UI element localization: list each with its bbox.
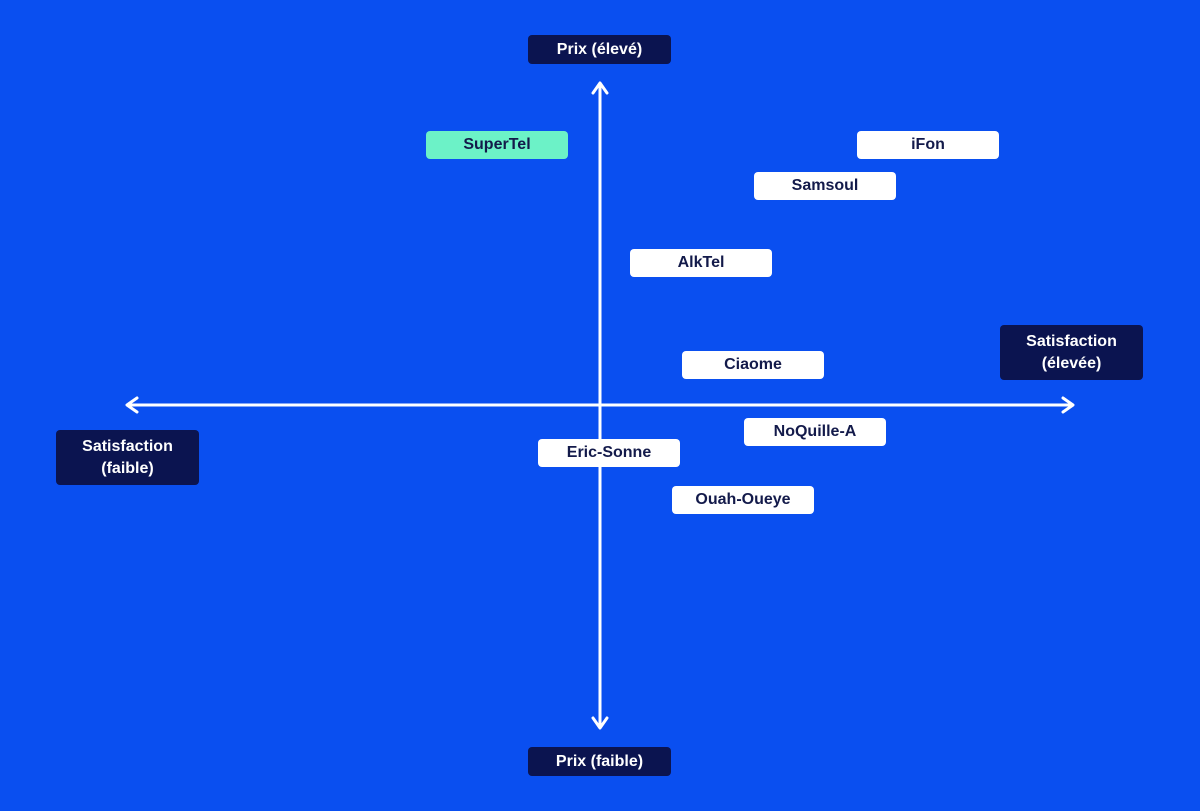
axis-label-satisfaction-low: Satisfaction (faible) (56, 430, 199, 485)
axis-label-satisfaction-high: Satisfaction (élevée) (1000, 325, 1143, 380)
axis-label-price-low: Prix (faible) (528, 747, 671, 776)
x-axis-arrow-left (125, 396, 139, 414)
brand-ciaome: Ciaome (682, 351, 824, 379)
brand-alktel: AlkTel (630, 249, 772, 277)
y-axis-arrow-top (591, 81, 609, 95)
brand-ifon: iFon (857, 131, 999, 159)
brand-ouah-oueye: Ouah-Oueye (672, 486, 814, 514)
brand-noquille-a: NoQuille-A (744, 418, 886, 446)
brand-eric-sonne: Eric-Sonne (538, 439, 680, 467)
brand-samsoul: Samsoul (754, 172, 896, 200)
y-axis-arrow-bottom (591, 716, 609, 730)
brand-supertel: SuperTel (426, 131, 568, 159)
x-axis-arrow-right (1061, 396, 1075, 414)
axis-label-price-high: Prix (élevé) (528, 35, 671, 64)
